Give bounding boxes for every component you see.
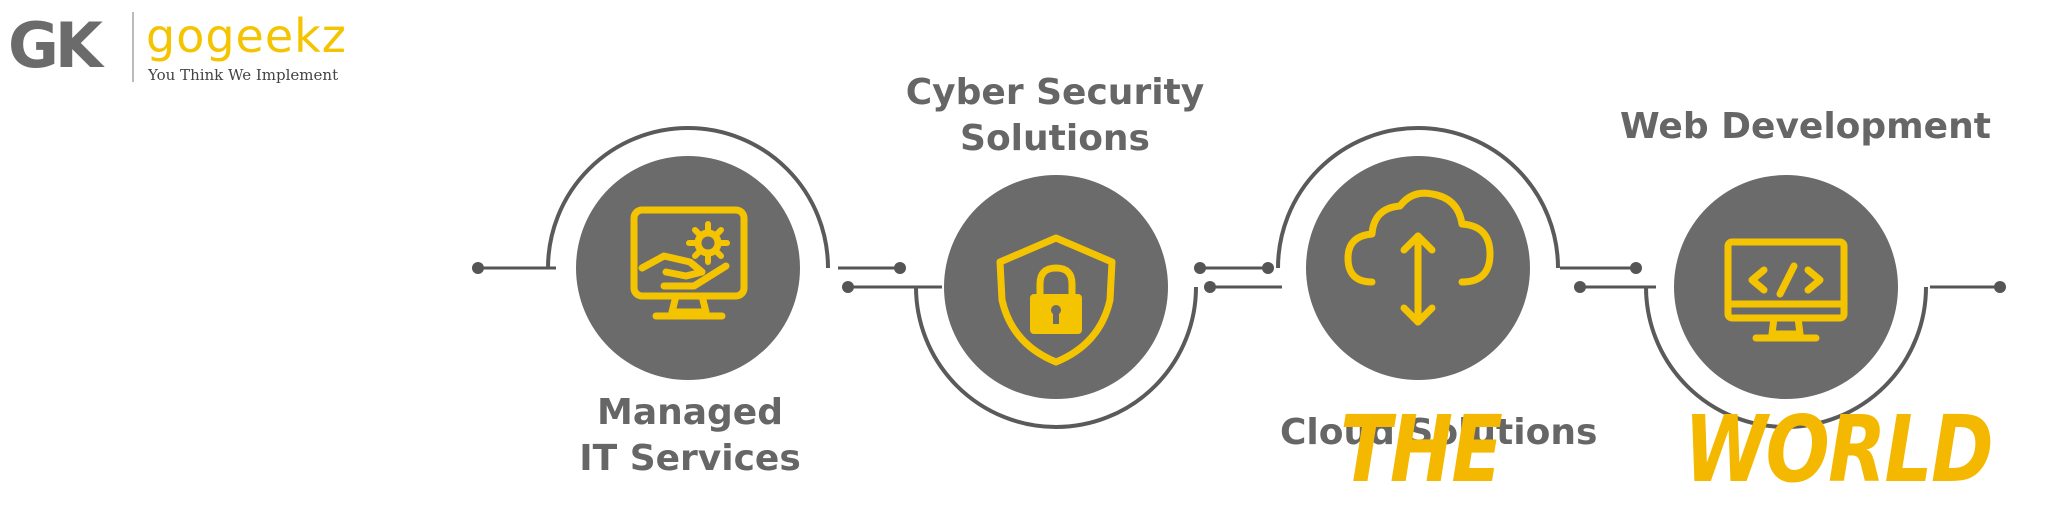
step-label-managed-it: Managed IT Services: [570, 390, 810, 482]
monitor-code-icon: [1724, 238, 1848, 342]
connector-dot: [1994, 281, 2006, 293]
connector-dot: [472, 262, 484, 274]
overlay-word-world: WORLD: [1684, 396, 1994, 503]
connector-dot: [1194, 262, 1206, 274]
gogeekz-logo[interactable]: GK gogeekz You Think We Implement: [8, 8, 368, 88]
connector-dot: [1204, 281, 1216, 293]
step-label-line: Cloud Solutions: [1280, 412, 1598, 453]
connector-dot: [1630, 262, 1642, 274]
logo-name: gogeekz: [146, 9, 347, 63]
step-label-line: IT Services: [579, 438, 801, 479]
step-label-line: Solutions: [960, 118, 1150, 159]
step-circle-managed-it: [576, 156, 800, 380]
ring-arc-3: [1276, 126, 1560, 269]
logo-tagline: You Think We Implement: [148, 66, 339, 84]
step-label-web-dev: Web Development: [1620, 104, 1991, 150]
connector-dot: [1262, 262, 1274, 274]
overlay-word-the: THE: [1340, 396, 1503, 503]
ring-arc-1: [546, 126, 830, 269]
monitor-hand-gear-icon: [630, 206, 748, 320]
connector-dot: [842, 281, 854, 293]
connector-dot: [1574, 281, 1586, 293]
step-label-line: Cyber Security: [905, 72, 1205, 113]
step-label-cloud: Cloud Solutions: [1280, 410, 1598, 456]
step-label-cyber-security: Cyber Security Solutions: [900, 70, 1210, 162]
logo-mark: GK: [8, 9, 103, 82]
step-label-line: Web Development: [1620, 106, 1991, 147]
ring-arc-2: [914, 286, 1198, 429]
shield-lock-icon: [996, 234, 1116, 366]
step-circle-cyber-security: [944, 175, 1168, 399]
cloud-upload-download-icon: [1344, 189, 1494, 326]
step-label-line: Managed: [597, 392, 783, 433]
logo-divider: [132, 12, 134, 82]
connector-dot: [894, 262, 906, 274]
ring-arc-4: [1644, 286, 1928, 429]
